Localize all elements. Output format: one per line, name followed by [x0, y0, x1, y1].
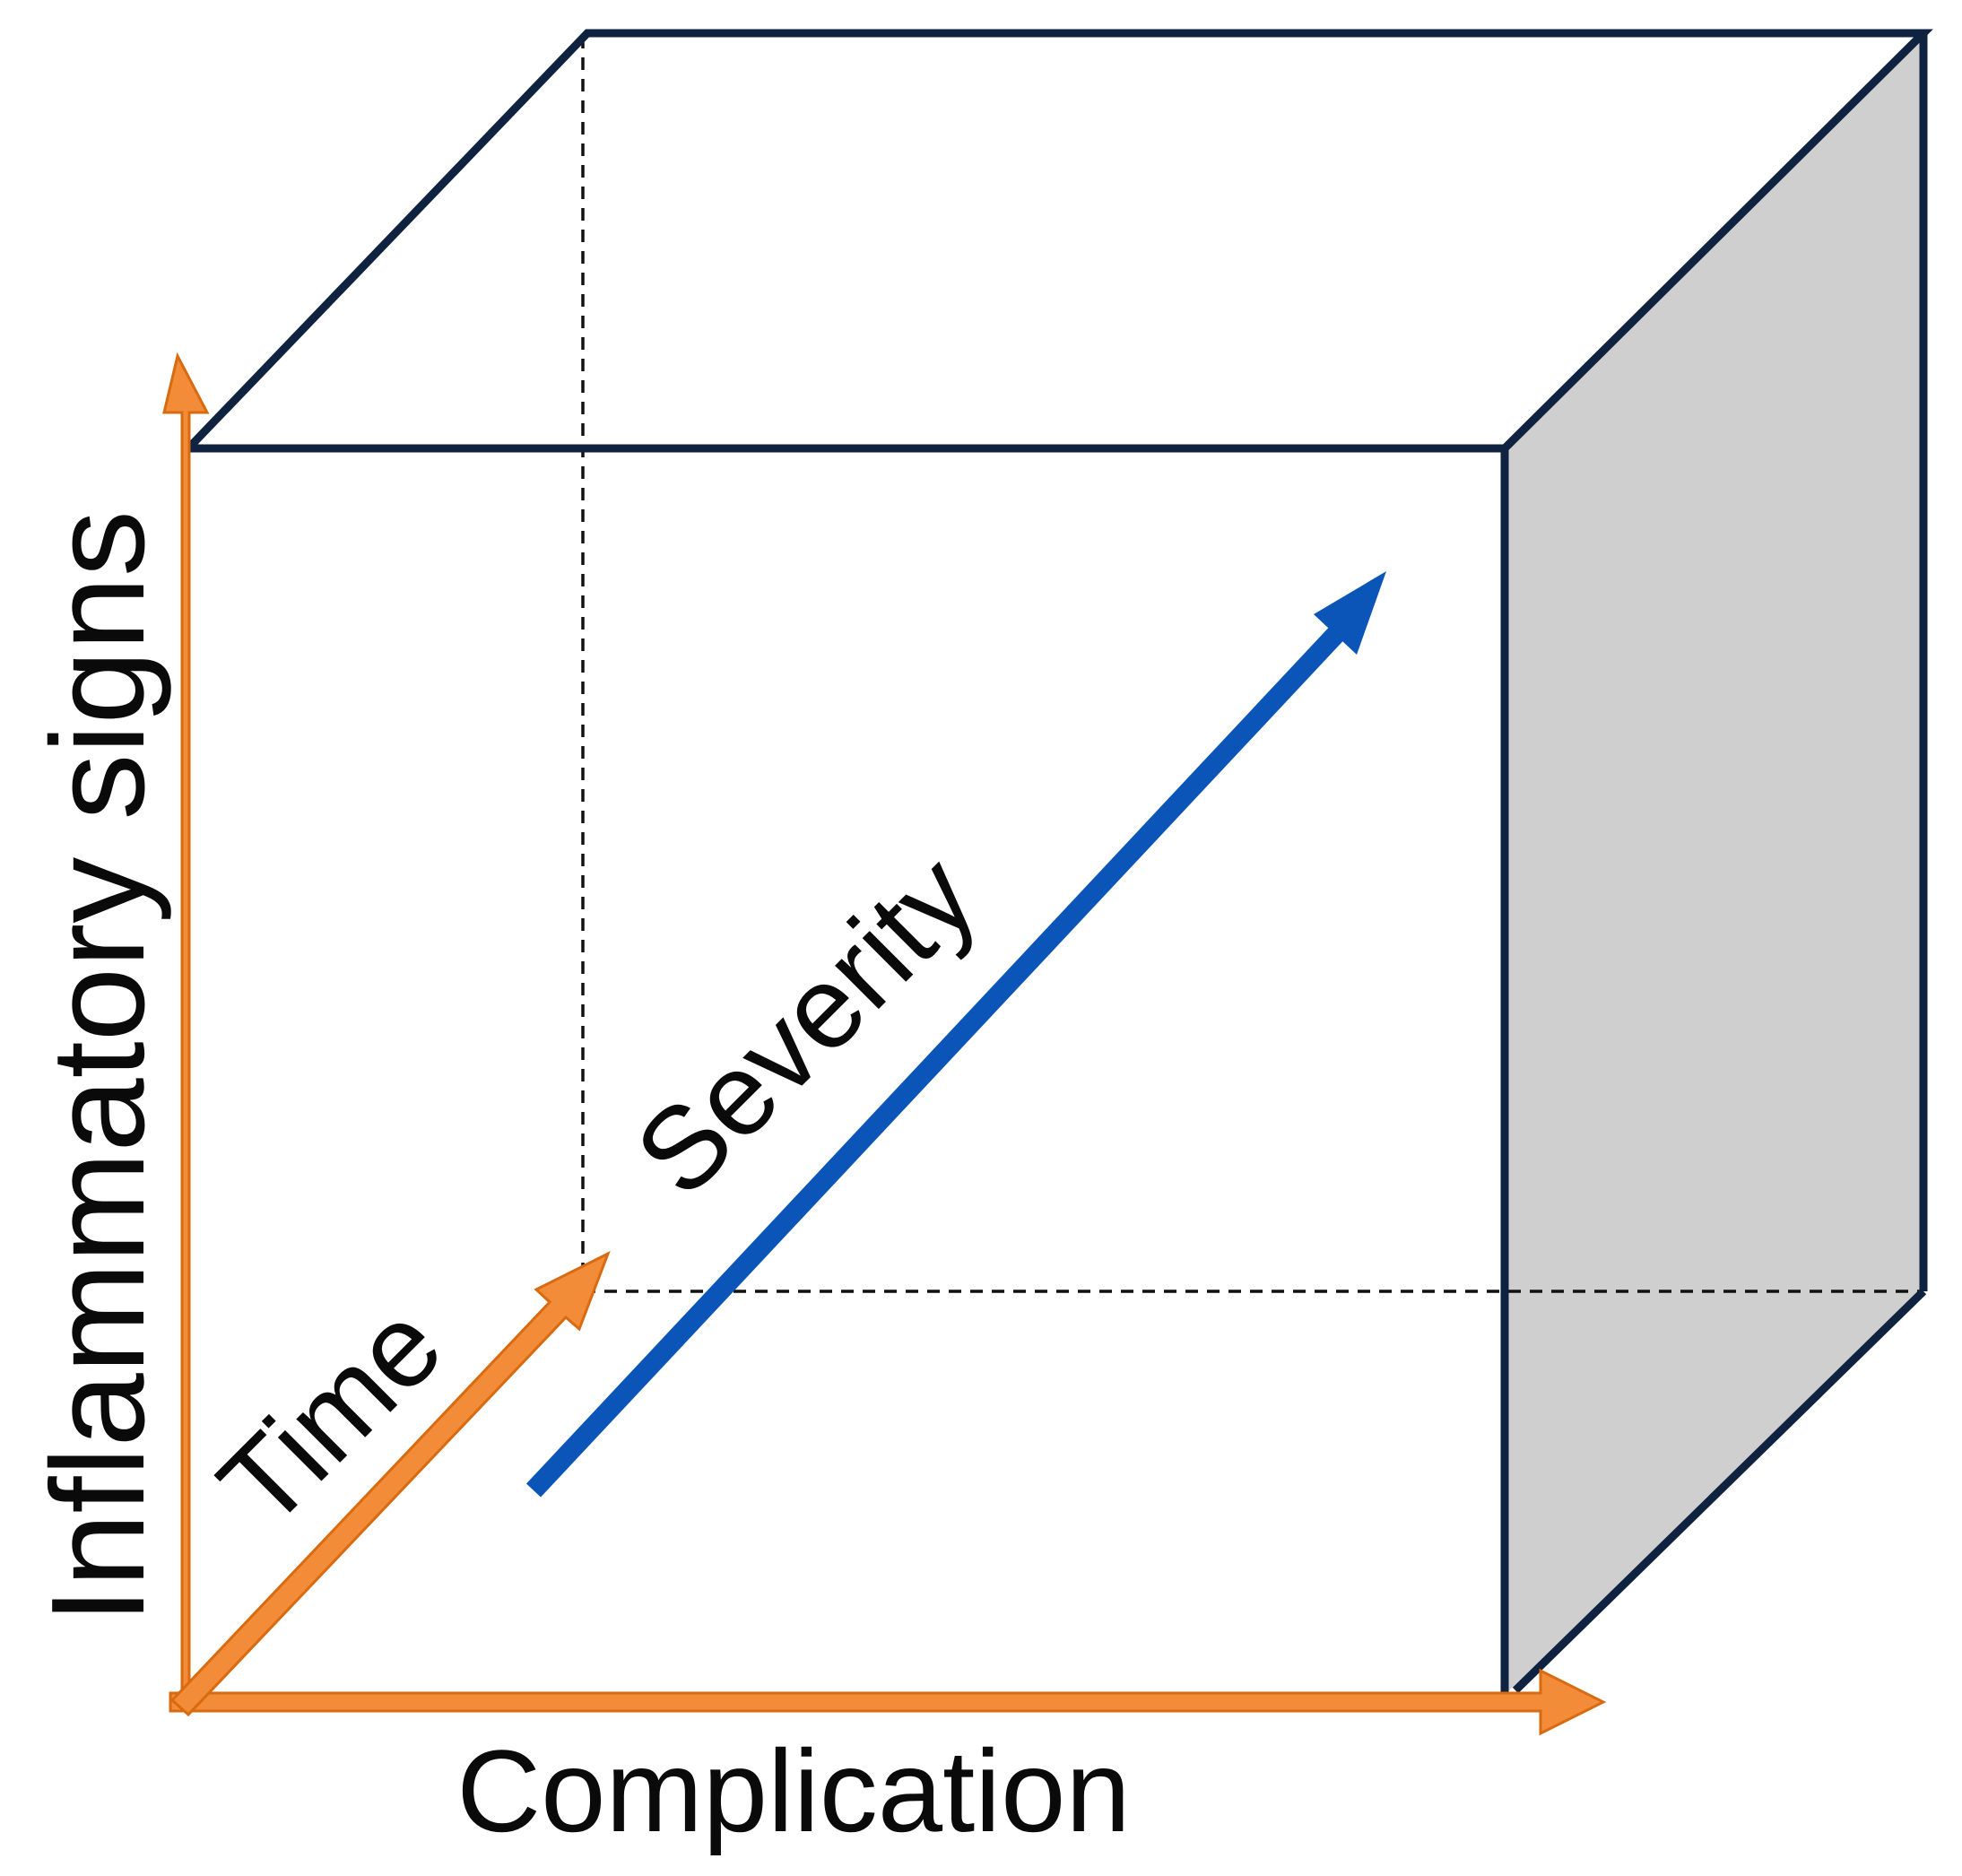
y-axis-label: Inflammatory signs — [24, 510, 172, 1624]
z-axis-label: Time — [194, 1279, 466, 1551]
cube-visible-edges — [185, 29, 1933, 1695]
cube-right-face — [1505, 36, 1923, 1695]
severity-label: Severity — [611, 830, 1001, 1220]
z-axis-arrow — [169, 1250, 611, 1717]
x-axis-label: Complication — [456, 1725, 1130, 1856]
severity-arrow-head — [1314, 571, 1386, 655]
severity-arrow-shaft — [525, 627, 1344, 1498]
cube-hidden-edges — [581, 36, 1923, 1293]
orange-axes — [162, 352, 1607, 1736]
severity-arrow — [525, 571, 1386, 1498]
cube-bottom-right-edge — [1512, 1288, 1927, 1694]
x-axis-arrow — [169, 1668, 1607, 1736]
y-axis-arrow — [162, 352, 210, 1708]
